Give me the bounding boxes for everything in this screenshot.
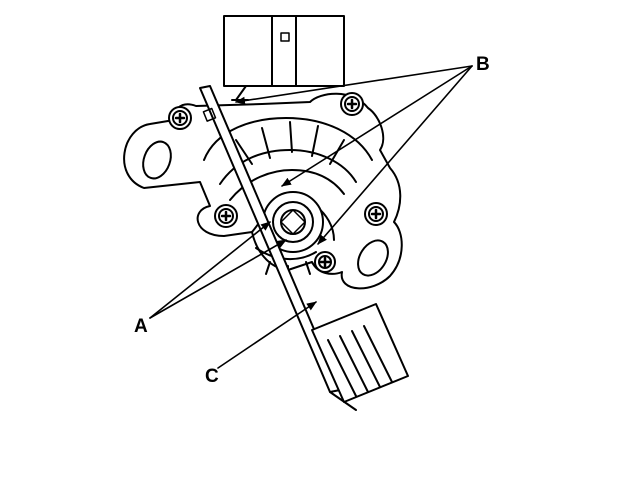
bolt-upper-left — [168, 106, 192, 130]
shaft-hub — [262, 191, 324, 253]
tool-handle — [311, 303, 409, 403]
bolt-lower — [314, 251, 336, 273]
connector-block — [223, 15, 345, 101]
leader-lines — [149, 65, 473, 369]
bolt-upper-right — [340, 92, 364, 116]
callout-label-c: C — [205, 366, 219, 387]
bolt-middle-left — [214, 204, 238, 228]
switch-housing — [123, 92, 403, 290]
bolt-middle-right — [364, 202, 388, 226]
callout-label-b: B — [476, 54, 490, 75]
callout-label-a: A — [134, 316, 148, 337]
